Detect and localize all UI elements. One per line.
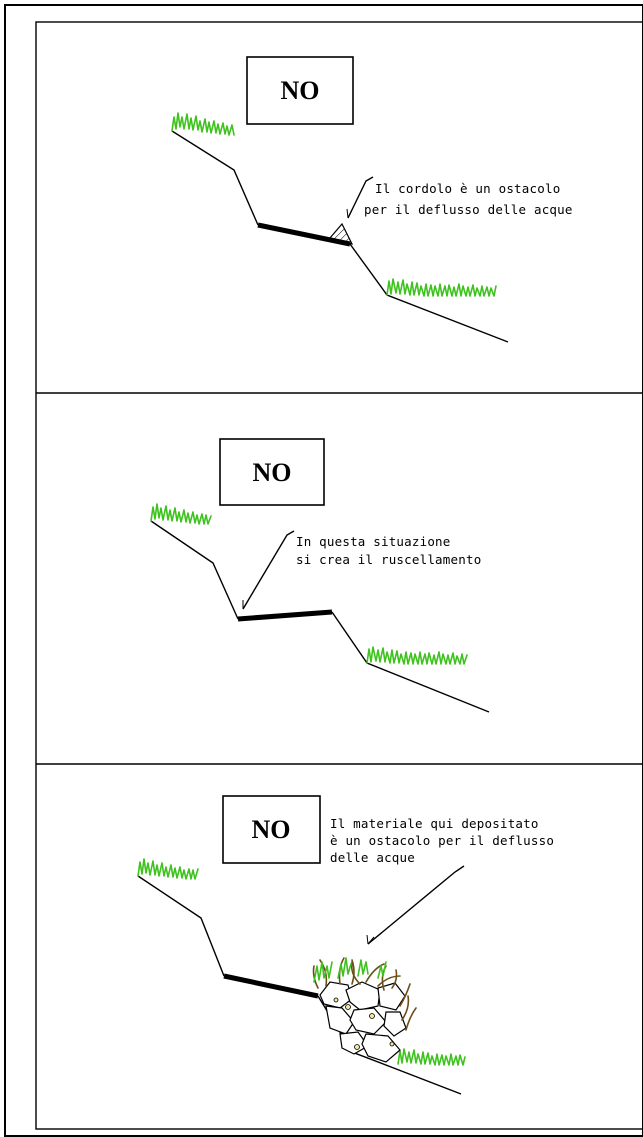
no-badge-box: [246, 56, 354, 125]
stone: [361, 1033, 401, 1063]
note-leader: [367, 865, 465, 945]
grass-tuft: [397, 1048, 466, 1066]
curb-hatched: [328, 222, 354, 245]
grass-tuft: [366, 646, 468, 665]
note-line: Il cordolo è un ostacolo: [375, 181, 560, 196]
terrain-profile: [137, 875, 225, 977]
stone: [383, 1011, 407, 1037]
grass-tuft: [171, 112, 235, 136]
inner-frame: [35, 21, 643, 1130]
road-surface: [237, 609, 333, 622]
outer-frame: [4, 4, 643, 1137]
no-badge-label: NO: [252, 815, 291, 844]
note-line: delle acque: [330, 850, 415, 865]
stone: [345, 981, 381, 1011]
pebble: [369, 1013, 375, 1019]
pebble: [354, 1044, 360, 1050]
grass-tuft: [137, 858, 199, 880]
note-line: si crea il ruscellamento: [296, 552, 481, 567]
no-badge-box: [219, 438, 325, 506]
stone: [325, 1005, 355, 1035]
road-surface: [223, 973, 319, 999]
no-badge-box: [222, 795, 321, 864]
arrow-head: [346, 208, 353, 219]
arrow-head: [242, 600, 249, 610]
grass-tuft: [386, 278, 497, 297]
note-leader: [347, 176, 374, 219]
pebble: [389, 1041, 395, 1047]
terrain-profile: [171, 130, 259, 226]
note-leader: [242, 530, 295, 610]
stone: [339, 1031, 369, 1055]
weeds: [312, 957, 417, 1031]
panel-2: NO In questa situazione si crea il rusce…: [150, 438, 490, 713]
no-badge-label: NO: [253, 458, 292, 487]
panel-3: NO: [137, 795, 554, 1095]
arrow-head: [366, 934, 375, 945]
no-badge-label: NO: [281, 76, 320, 105]
pebble: [333, 997, 339, 1003]
pebble: [345, 1004, 351, 1010]
stone: [349, 1007, 387, 1035]
grass-tuft: [150, 503, 212, 525]
note-line: In questa situazione: [296, 534, 451, 549]
note-line: per il deflusso delle acque: [364, 202, 573, 217]
terrain-profile: [150, 520, 239, 620]
note-line: Il materiale qui depositato: [330, 816, 539, 831]
road-surface: [257, 222, 351, 247]
note-line: è un ostacolo per il deflusso: [330, 833, 554, 848]
panel-1: NO Il cordolo è un ostacolo per il deflu…: [171, 56, 573, 343]
deposited-material: [319, 981, 407, 1063]
